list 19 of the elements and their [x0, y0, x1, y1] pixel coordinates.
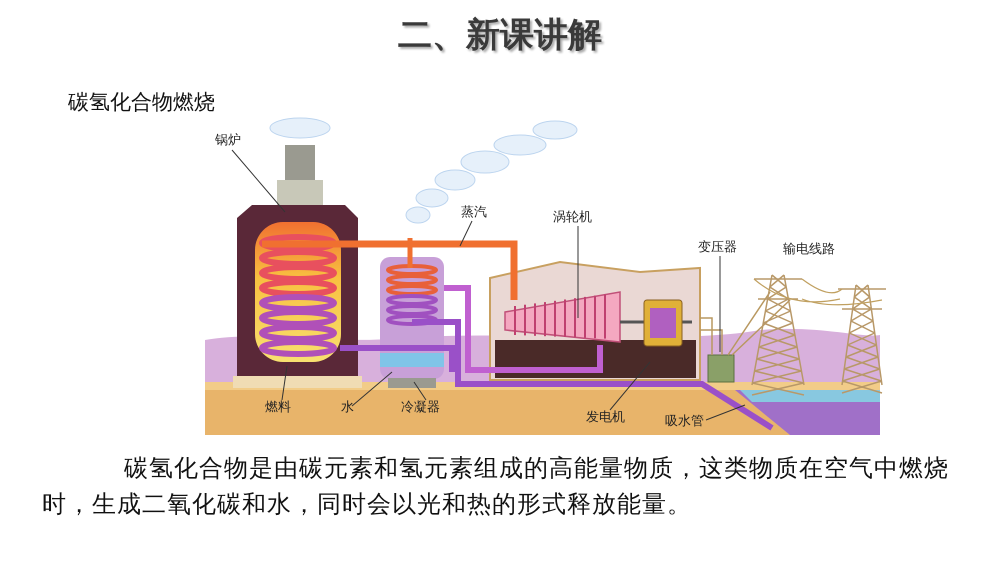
part-label: 涡轮机	[552, 210, 593, 226]
part-label: 锅炉	[214, 133, 242, 149]
slide-title: 二、新课讲解	[397, 14, 603, 57]
part-label: 吸水管	[664, 414, 705, 430]
section-heading: 碳氢化合物燃烧	[68, 89, 215, 116]
leader-line	[610, 362, 650, 410]
part-label: 输电线路	[782, 242, 836, 258]
leader-line	[706, 404, 746, 420]
leader-line	[414, 382, 426, 400]
part-label: 发电机	[585, 410, 626, 426]
paragraph: 碳氢化合物是由碳元素和氢元素组成的高能量物质，这类物质在空气中燃烧时，生成二氧化碳和水，同时会以光和热的形式释放能量。	[42, 453, 950, 520]
part-label: 蒸汽	[460, 205, 488, 221]
part-label: 水	[340, 400, 355, 416]
part-label: 燃料	[264, 400, 292, 416]
leader-line	[352, 372, 392, 406]
leader-line	[232, 150, 286, 212]
part-label: 变压器	[697, 240, 738, 256]
part-label: 冷凝器	[400, 400, 441, 416]
leader-line	[460, 220, 472, 246]
